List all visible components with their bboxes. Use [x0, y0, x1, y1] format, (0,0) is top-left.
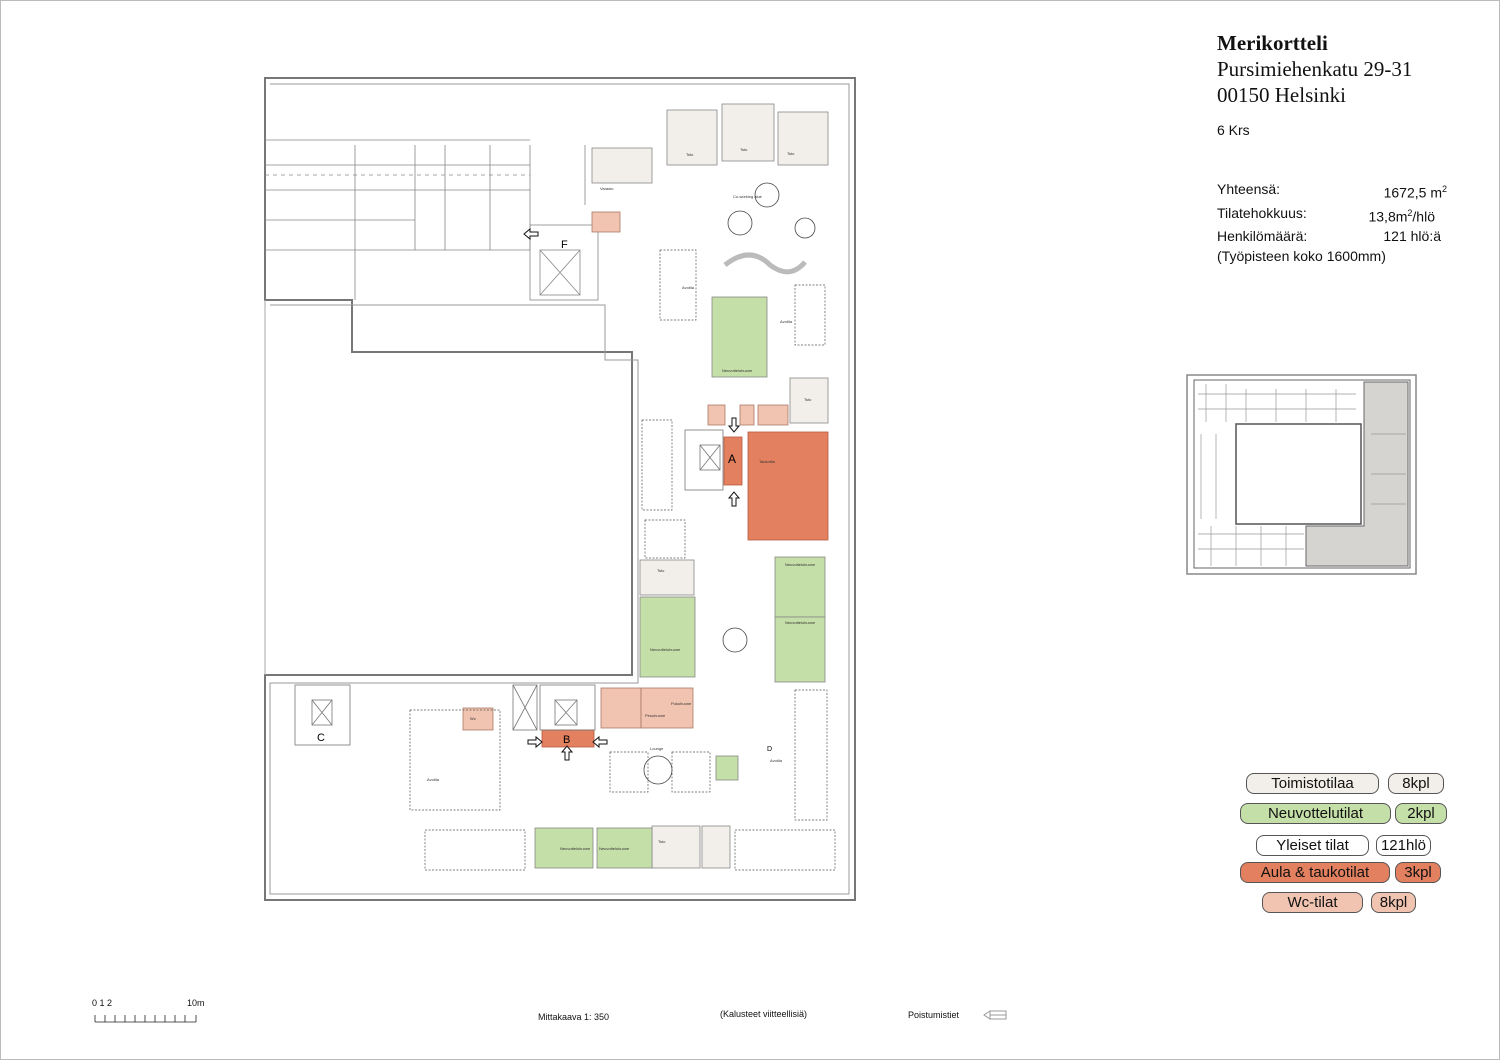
building-name: Merikortteli — [1217, 31, 1328, 55]
room-taukotila: Taukotila — [759, 459, 776, 464]
stair-f-label: F — [561, 239, 568, 251]
room-varasto: Varasto — [600, 186, 614, 191]
legend-lobby: Aula & taukotilat — [1240, 862, 1390, 883]
legend-wc-count: 8kpl — [1371, 892, 1416, 913]
efficiency-label: Tilatehokkuus: — [1217, 204, 1307, 221]
legend: Toimistotilaa 8kpl Neuvottelutilat 2kpl … — [1230, 771, 1460, 921]
room-meeting-5: Neuvotteluhuone — [560, 846, 591, 851]
room-pesuhuone: Pesuhuone — [645, 713, 666, 718]
legend-wc: Wc-tilat — [1262, 892, 1363, 913]
legend-meeting: Neuvottelutilat — [1240, 803, 1391, 824]
workstation-note: (Työpisteen koko 1600mm) — [1217, 248, 1386, 265]
legend-common-count: 121hlö — [1376, 835, 1431, 856]
exit-arrow-icon — [983, 1010, 1007, 1020]
legend-common: Yleiset tilat — [1256, 835, 1369, 856]
room-tsto-2: Tsto — [740, 147, 748, 152]
furniture-note: (Kalusteet viitteellisiä) — [720, 1009, 808, 1019]
room-pukuhuone: Pukuhuone — [671, 701, 692, 706]
room-tsto-4: Tsto — [804, 397, 812, 402]
exits-label: Poistumistiet — [908, 1010, 960, 1020]
room-lounge: Lounge — [650, 746, 664, 751]
efficiency-value: 13,8m2/hlö — [1368, 207, 1435, 225]
total-value: 1672,5 m2 — [1383, 184, 1447, 201]
room-meeting-4: Neuvotteluhuone — [785, 620, 816, 625]
stats-block: Yhteensä: 1672,5 m2 Tilatehokkuus: 13,8m2/… — [1217, 179, 1447, 266]
room-meeting-1: Neuvotteluhuone — [722, 368, 753, 373]
legend-office: Toimistotilaa — [1246, 773, 1379, 794]
room-avotila-4: Avotila — [427, 777, 440, 782]
room-coworking: Co-working alue — [733, 194, 763, 199]
people-label: Henkilömäärä: — [1217, 228, 1308, 245]
city-address: 00150 Helsinki — [1217, 83, 1346, 107]
stair-a-label: A — [728, 452, 736, 466]
key-plan-minimap — [1186, 374, 1417, 575]
floor-label: 6 Krs — [1217, 122, 1250, 138]
street-address: Pursimiehenkatu 29-31 — [1217, 57, 1413, 81]
room-avotila-3: Avotila — [770, 758, 783, 763]
room-tsto-1: Tsto — [686, 152, 694, 157]
scale-labels: 0 1 2 10m — [92, 998, 205, 1008]
scale-bar — [94, 1015, 197, 1023]
room-avotila-2: Avotila — [780, 319, 793, 324]
stair-d-label: D — [767, 746, 772, 753]
legend-meeting-count: 2kpl — [1395, 803, 1447, 824]
room-tsto-3: Tsto — [787, 151, 795, 156]
scale-ticks-label: 0 1 2 — [92, 998, 113, 1008]
scale-text: Mittakaava 1: 350 — [538, 1012, 610, 1022]
room-meeting-2: Neuvotteluhuone — [650, 647, 681, 652]
room-avotila-1: Avotila — [682, 285, 695, 290]
legend-office-count: 8kpl — [1388, 773, 1444, 794]
people-value: 121 hlö:ä — [1383, 228, 1441, 245]
stair-c-label: C — [317, 732, 325, 744]
address-block: Merikortteli Pursimiehenkatu 29-31 00150… — [1217, 30, 1412, 108]
room-meeting-3: Neuvotteluhuone — [785, 562, 816, 567]
room-wc: Wc — [470, 716, 476, 721]
room-tsto-6: Tsto — [658, 839, 666, 844]
total-label: Yhteensä: — [1217, 181, 1281, 197]
room-meeting-6: Neuvotteluhuone — [599, 846, 630, 851]
legend-lobby-count: 3kpl — [1395, 862, 1441, 883]
stair-b-label: B — [563, 734, 570, 746]
scale-end-label: 10m — [187, 998, 205, 1008]
room-tsto-5: Tsto — [657, 568, 665, 573]
